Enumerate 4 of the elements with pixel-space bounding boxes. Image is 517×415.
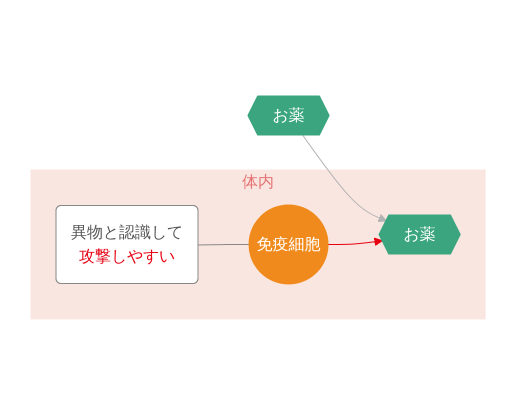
connector xyxy=(198,244,250,246)
arrow xyxy=(302,135,388,222)
arrow xyxy=(328,237,384,246)
node-circle: 免疫細胞 xyxy=(248,204,329,284)
